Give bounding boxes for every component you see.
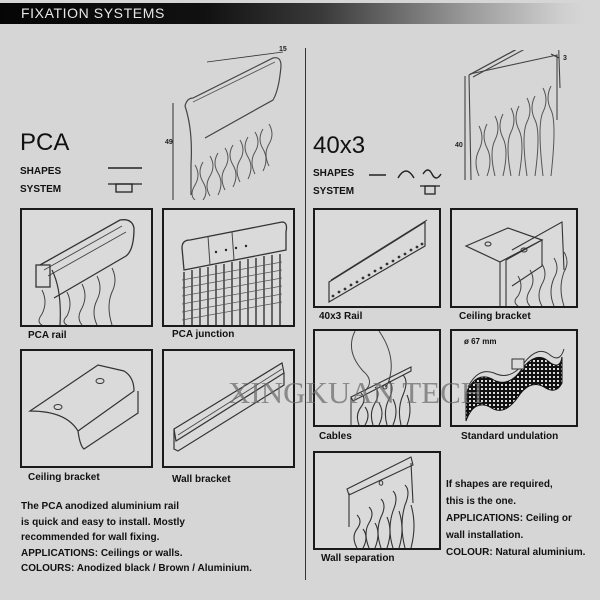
standard-undulation-caption: Standard undulation — [461, 431, 559, 442]
pca-title: PCA — [20, 129, 70, 156]
40x3-applications: APPLICATIONS: Ceiling or — [446, 513, 572, 524]
pca-colours: COLOURS: Anodized black / Brown / Alumin… — [21, 563, 252, 574]
undulation-icon — [465, 348, 565, 422]
pca-rail-image — [20, 208, 153, 327]
wall-separation-icon — [346, 456, 415, 548]
cables-icon — [350, 331, 412, 425]
40x3-ceiling-bracket-caption: Ceiling bracket — [459, 311, 531, 322]
svg-text:49: 49 — [165, 139, 173, 146]
pca-ceiling-bracket-caption: Ceiling bracket — [28, 472, 100, 483]
svg-text:40: 40 — [455, 142, 463, 149]
40x3-rail-image — [313, 208, 441, 308]
pca-junction-icon — [181, 221, 288, 325]
pca-description: The PCA anodized aluminium rail is quick… — [21, 499, 252, 577]
pca-applications: APPLICATIONS: Ceilings or walls. — [21, 547, 183, 559]
cables-image — [313, 329, 441, 427]
pca-description-line: is quick and easy to install. Mostly — [21, 516, 185, 528]
pca-wall-bracket-image — [162, 349, 295, 468]
shapes-straight-arc-wave-icon — [369, 169, 442, 195]
cables-caption: Cables — [319, 431, 352, 442]
40x3-rail-caption: 40x3 Rail — [319, 311, 363, 322]
svg-text:3: 3 — [563, 55, 567, 62]
wall-bracket-icon — [173, 362, 285, 452]
column-divider — [305, 48, 306, 580]
pca-rail-caption: PCA rail — [28, 330, 67, 341]
pca-description-line: The PCA anodized aluminium rail — [21, 501, 179, 512]
40x3-profile-diagram: 40 3 — [455, 50, 567, 181]
40x3-title: 40x3 — [313, 132, 366, 159]
40x3-ceiling-bracket-icon — [464, 221, 568, 306]
40x3-shapes-label: SHAPES — [313, 168, 355, 179]
undulation-diameter: ø 67 mm — [464, 337, 497, 346]
page-title: FIXATION SYSTEMS — [21, 5, 165, 21]
pca-rail-icon — [35, 219, 135, 325]
40x3-system-label: SYSTEM — [313, 186, 355, 197]
pca-junction-caption: PCA junction — [172, 329, 235, 340]
40x3-colour: COLOUR: Natural aluminium. — [446, 547, 586, 558]
pca-shapes-label: SHAPES — [20, 166, 62, 177]
40x3-ceiling-bracket-image — [450, 208, 578, 308]
straight-shape-icon — [108, 167, 142, 193]
header-bar — [0, 3, 585, 24]
pca-junction-image — [162, 208, 295, 327]
40x3-rail-icon — [328, 219, 428, 304]
pca-ceiling-bracket-image — [20, 349, 153, 468]
40x3-description-line: wall installation. — [446, 530, 524, 541]
40x3-description-line: If shapes are required, — [446, 479, 553, 490]
40x3-description-line: this is the one. — [446, 496, 517, 507]
40x3-description: If shapes are required, this is the one.… — [446, 476, 585, 561]
pca-description-line: recommended for wall fixing. — [21, 532, 160, 543]
wall-separation-caption: Wall separation — [321, 553, 395, 564]
pca-profile-diagram: 49 15 — [165, 46, 287, 200]
ceiling-bracket-icon — [28, 364, 139, 450]
pca-wall-bracket-caption: Wall bracket — [172, 474, 231, 485]
watermark: XINGKUAN TECH — [228, 375, 484, 410]
pca-system-label: SYSTEM — [20, 184, 62, 195]
standard-undulation-image: ø 67 mm — [450, 329, 578, 427]
svg-text:15: 15 — [279, 46, 287, 53]
wall-separation-image — [313, 451, 441, 550]
